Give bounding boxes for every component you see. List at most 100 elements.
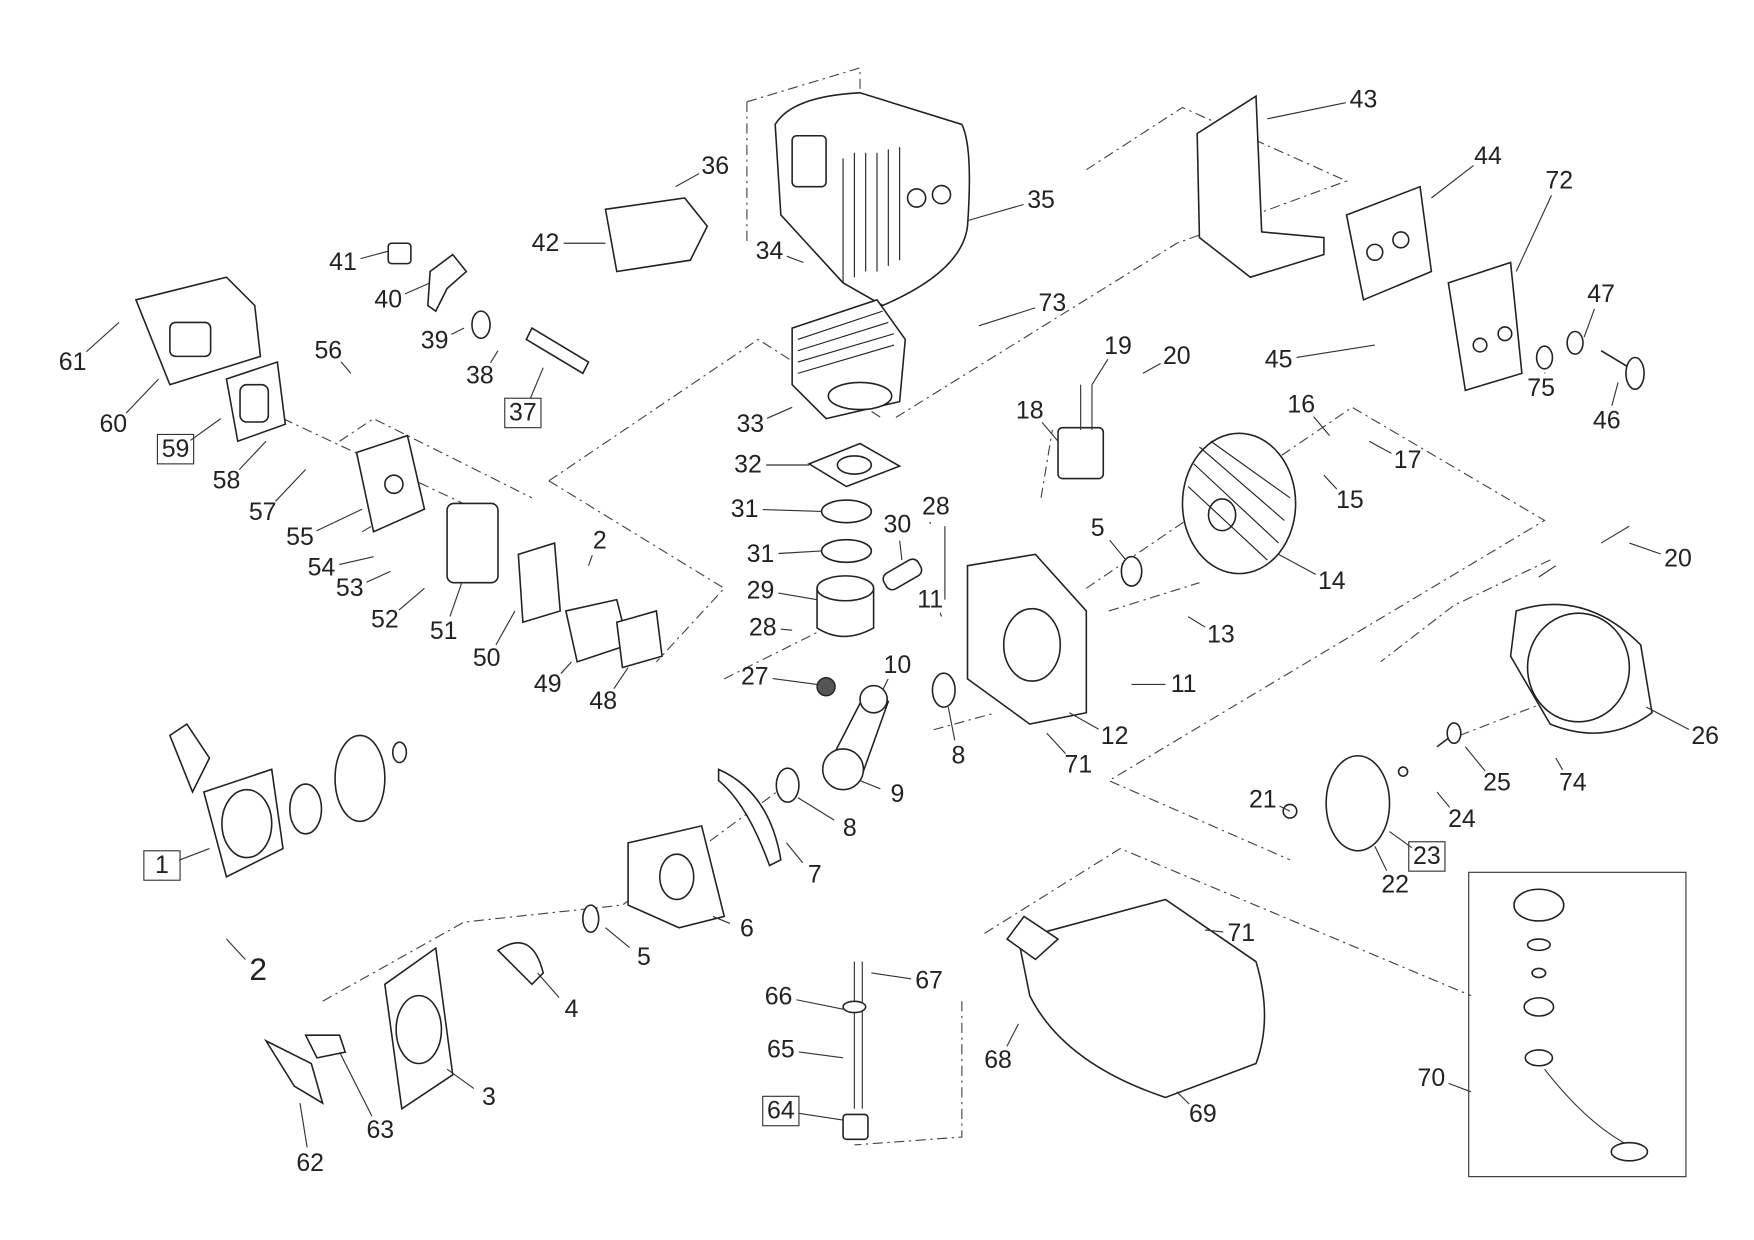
leader-line	[190, 418, 222, 441]
callout-number: 54	[308, 554, 336, 582]
leader-line	[560, 661, 572, 674]
callout-5: 5	[1091, 514, 1127, 561]
leader-line	[275, 469, 307, 502]
leader-line	[537, 972, 560, 999]
leader-line	[1515, 195, 1552, 272]
callout-number: 74	[1559, 769, 1587, 797]
callout-number: 35	[1027, 186, 1055, 214]
callout-number: 5	[637, 943, 651, 971]
leader-line	[360, 250, 389, 260]
callout-64: 64	[762, 1095, 844, 1127]
callout-6: 6	[712, 915, 754, 943]
callout-number: 60	[99, 410, 127, 438]
leader-line	[1448, 1082, 1472, 1093]
callout-number: 49	[534, 670, 562, 698]
leader-line	[1646, 706, 1690, 730]
callout-63: 63	[339, 1051, 394, 1144]
leader-line	[1436, 791, 1451, 808]
leader-line	[1431, 165, 1474, 199]
leader-line	[1629, 542, 1661, 555]
callout-48: 48	[589, 667, 629, 715]
leader-line	[178, 848, 210, 861]
leader-line	[882, 678, 889, 691]
callout-number: 67	[915, 967, 943, 995]
callout-number: 44	[1474, 142, 1502, 170]
leader-line	[1583, 308, 1595, 338]
callout-7: 7	[786, 842, 822, 888]
callout-number: 20	[1664, 545, 1692, 573]
callout-37: 37	[504, 367, 544, 429]
callout-16: 16	[1287, 391, 1330, 436]
callout-number: 11	[917, 585, 943, 613]
callout-42: 42	[532, 229, 606, 257]
leader-line	[613, 667, 629, 690]
callout-60: 60	[99, 378, 159, 438]
leader-line	[366, 570, 391, 583]
callout-number: 20	[1163, 342, 1191, 370]
callout-number: 47	[1587, 280, 1615, 308]
leader-line	[786, 255, 804, 264]
callout-number: 26	[1691, 722, 1719, 750]
leader-line	[1464, 746, 1486, 772]
leader-line	[947, 707, 956, 741]
callout-number: 39	[421, 326, 449, 354]
callout-number: 48	[589, 687, 617, 715]
leader-line	[797, 797, 835, 821]
leader-line	[1368, 440, 1392, 454]
callout-18: 18	[1016, 396, 1059, 442]
callout-number: 15	[1336, 486, 1364, 514]
leader-line	[712, 915, 731, 924]
callout-box	[762, 1095, 800, 1127]
leader-line	[780, 628, 793, 631]
callout-1: 1	[143, 848, 210, 881]
callout-number: 57	[249, 498, 277, 526]
callout-58: 58	[213, 440, 267, 495]
callout-32: 32	[734, 451, 810, 479]
callout-number: 58	[213, 467, 241, 495]
leader-line	[1555, 757, 1564, 771]
callout-number: 42	[532, 229, 560, 257]
callout-number: 8	[952, 741, 966, 769]
callout-65: 65	[767, 1036, 844, 1064]
callout-39: 39	[421, 326, 465, 354]
callout-number: 21	[1249, 786, 1277, 814]
callout-number: 63	[366, 1116, 394, 1144]
leader-line	[398, 587, 425, 611]
callout-number: 28	[749, 614, 777, 642]
callout-number: 12	[1101, 722, 1129, 750]
callout-number: 31	[747, 540, 775, 568]
callout-31: 31	[747, 540, 822, 568]
callout-number: 62	[296, 1149, 324, 1177]
callout-number: 22	[1381, 870, 1409, 898]
callout-number: 28	[922, 493, 950, 521]
callout-20: 20	[1142, 342, 1191, 374]
callout-box	[156, 433, 195, 465]
callout-number: 65	[767, 1036, 795, 1064]
leader-line	[1278, 553, 1316, 575]
callout-number: 43	[1350, 85, 1378, 113]
callout-number: 19	[1104, 332, 1132, 360]
leader-line	[1091, 359, 1109, 385]
callout-52: 52	[371, 587, 425, 634]
callout-number: 68	[984, 1046, 1012, 1074]
callout-45: 45	[1265, 344, 1375, 373]
callout-number: 5	[1091, 514, 1105, 542]
leader-line	[339, 556, 374, 566]
callout-number: 70	[1418, 1064, 1446, 1092]
leader-line	[226, 938, 246, 960]
leader-line	[762, 509, 822, 512]
leader-line	[451, 327, 465, 335]
leader-line	[316, 508, 363, 532]
callout-24: 24	[1436, 791, 1476, 833]
leader-line	[238, 440, 267, 471]
callout-number: 27	[741, 662, 769, 690]
leader-line	[1176, 1091, 1190, 1105]
callout-34: 34	[756, 237, 804, 265]
callout-number: 31	[731, 495, 759, 523]
callout-14: 14	[1278, 553, 1346, 595]
leader-line	[967, 203, 1024, 222]
callout-44: 44	[1431, 142, 1502, 199]
callout-number: 33	[736, 410, 764, 438]
callout-number: 7	[808, 860, 822, 888]
